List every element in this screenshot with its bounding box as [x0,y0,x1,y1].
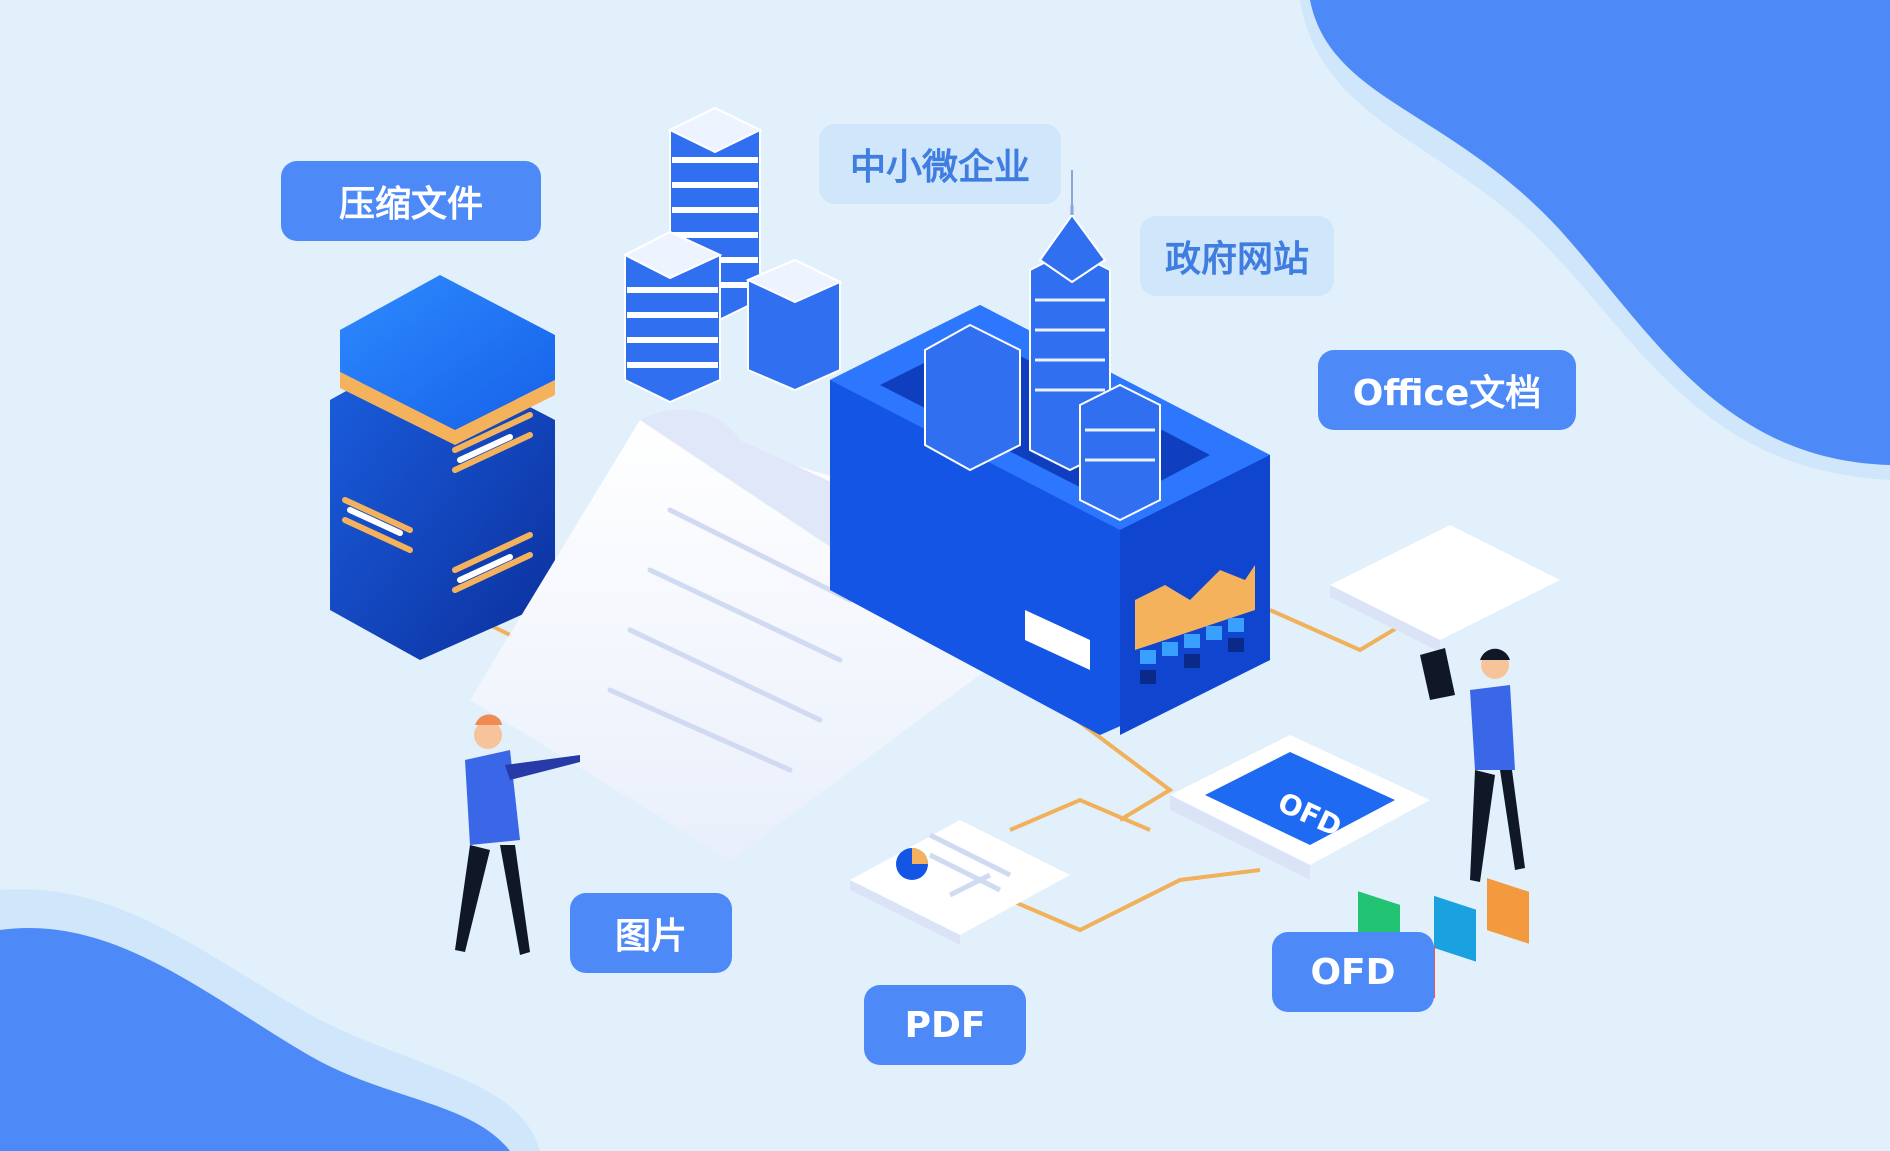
label-gov-sites: 政府网站 [1140,216,1334,296]
office-towers [622,106,843,404]
office-icons-platform [1330,525,1560,999]
label-smes: 中小微企业 [819,124,1061,204]
businessman-left [455,714,580,955]
ofd-card: OFD [1170,735,1430,880]
server-rack [330,275,555,660]
label-office-docs: Office文档 [1318,350,1576,430]
government-buildings [924,170,1161,522]
corner-blob-top-right-fg [1310,0,1890,465]
label-compressed-files: 压缩文件 [281,161,541,241]
label-ofd: OFD [1272,932,1434,1012]
label-images: 图片 [570,893,732,973]
businessman-right [1420,648,1525,882]
label-pdf: PDF [864,985,1026,1065]
pdf-document-card [850,820,1070,945]
corner-blob-bottom-left-fg [0,928,510,1151]
